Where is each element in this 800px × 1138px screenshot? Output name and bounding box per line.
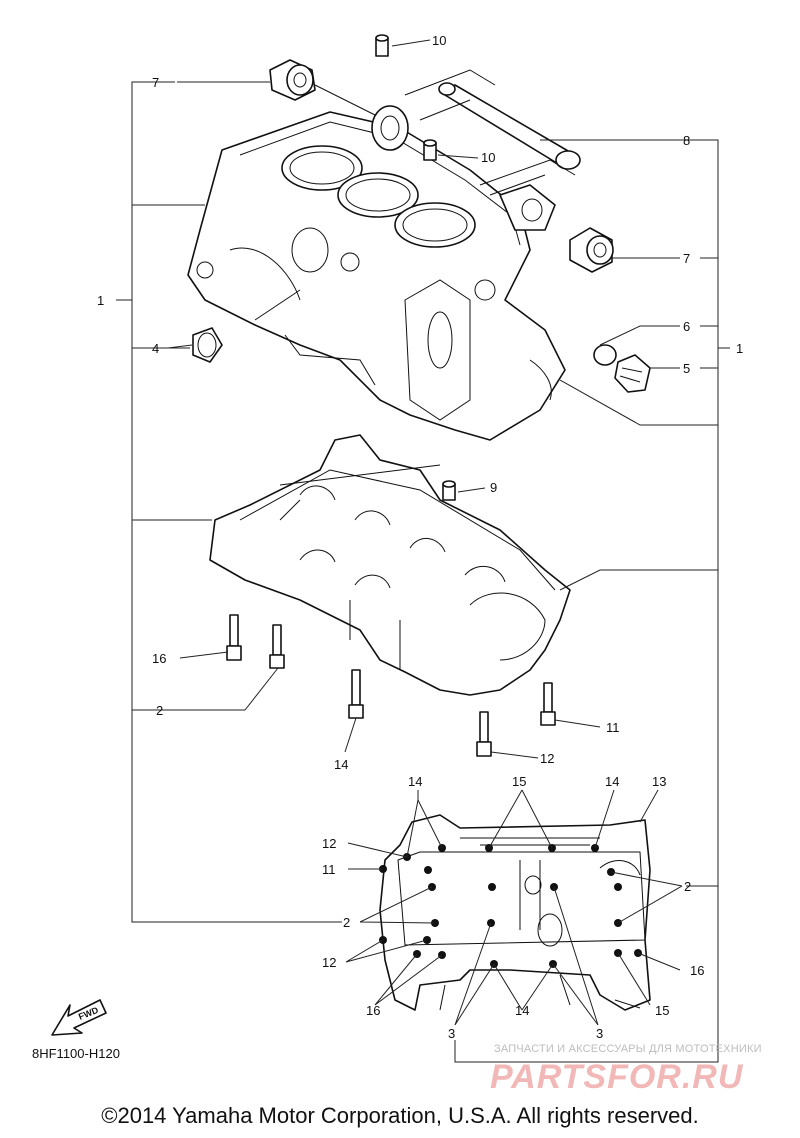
lower-crankcase: [209, 434, 571, 696]
callouts: 10 7 8 10 7 1 6 4 1 5 9 16 2 11 12 14 14…: [97, 33, 743, 1041]
pattern-callout-16-right: 16: [690, 963, 704, 978]
pattern-callout-3-left: 3: [448, 1026, 455, 1041]
pattern-callout-15-top: 15: [512, 774, 526, 789]
pattern-callout-2-left: 2: [343, 915, 350, 930]
bolt-pattern-view: [379, 814, 651, 1011]
pattern-callout-16-left: 16: [366, 1003, 380, 1018]
watermark-logo: PARTSFOR.RU: [490, 1058, 744, 1096]
callout-1-left: 1: [97, 293, 104, 308]
pattern-callout-14-bottom: 14: [515, 1003, 529, 1018]
pattern-callout-14-right: 14: [605, 774, 619, 789]
callout-12: 12: [540, 751, 554, 766]
pattern-callout-11: 11: [322, 862, 336, 877]
callout-8: 8: [683, 133, 690, 148]
plug-4: [192, 327, 223, 363]
callout-7-right: 7: [683, 251, 690, 266]
callout-14: 14: [334, 757, 348, 772]
watermark-subtitle: ЗАПЧАСТИ И АКСЕССУАРЫ ДЛЯ МОТОТЕХНИКИ: [494, 1043, 762, 1055]
pattern-callout-15-bottom: 15: [655, 1003, 669, 1018]
callout-10-mid: 10: [481, 150, 495, 165]
callout-10-top: 10: [432, 33, 446, 48]
callout-9: 9: [490, 480, 497, 495]
dowel-pins-10: [375, 34, 437, 161]
callout-2: 2: [156, 703, 163, 718]
pattern-callout-3-right: 3: [596, 1026, 603, 1041]
callout-4: 4: [152, 341, 159, 356]
copyright-notice: ©2014 Yamaha Motor Corporation, U.S.A. A…: [101, 1103, 699, 1128]
pattern-callout-12-top: 12: [322, 836, 336, 851]
bushing-7-upper: [269, 59, 409, 151]
callout-6: 6: [683, 319, 690, 334]
pattern-callout-12-bottom: 12: [322, 955, 336, 970]
callout-11: 11: [606, 720, 620, 735]
callout-1-right: 1: [736, 341, 743, 356]
pattern-callout-2-right: 2: [684, 879, 691, 894]
callout-16: 16: [152, 651, 166, 666]
callout-7-top: 7: [152, 75, 159, 90]
callout-5: 5: [683, 361, 690, 376]
diagram-code: 8HF1100-H120: [32, 1046, 120, 1061]
bushing-7-right: [499, 184, 614, 273]
leader-lines: [116, 39, 730, 1063]
dowel-9: [442, 480, 456, 501]
fwd-arrow-icon: FWD: [51, 999, 107, 1036]
oring-6-cap-5: [593, 344, 651, 393]
bolts: [226, 614, 556, 757]
pattern-callout-14-left: 14: [408, 774, 422, 789]
rod-8: [404, 69, 581, 196]
pattern-callout-13: 13: [652, 774, 666, 789]
upper-crankcase: [187, 111, 566, 441]
